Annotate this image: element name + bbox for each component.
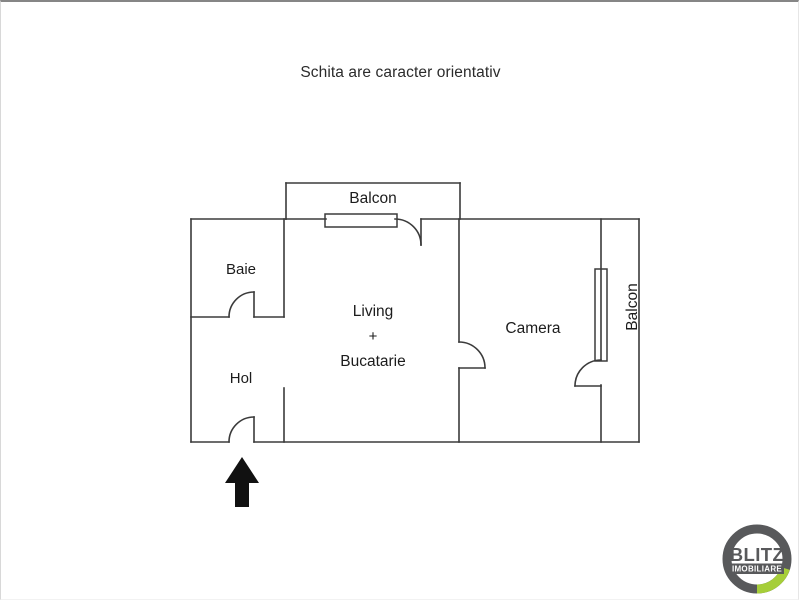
door-balcon-right xyxy=(574,359,602,387)
room-label-living: Living xyxy=(352,303,394,320)
room-label-living-bucatarie: Living + Bucatarie xyxy=(301,299,445,374)
room-label-balcon-top: Balcon xyxy=(349,190,397,207)
logo-secondary-text: IMOBILIARE xyxy=(732,565,782,574)
entrance-arrow-icon xyxy=(225,457,259,507)
room-label-bucatarie: Bucatarie xyxy=(340,353,406,370)
door-entry xyxy=(228,416,255,443)
balcony-railings xyxy=(324,213,608,362)
logo-primary-text: BLITZ xyxy=(730,544,784,565)
blitz-imobiliare-logo: BLITZ IMOBILIARE xyxy=(719,521,795,597)
railing-balcon-right xyxy=(594,268,608,362)
balcon-top-walls xyxy=(285,182,461,220)
baie-walls xyxy=(190,218,285,318)
logo-text-bar xyxy=(730,563,784,574)
logo-svg: BLITZ IMOBILIARE xyxy=(722,524,792,594)
main-outer-walls xyxy=(190,218,640,443)
door-balcon-top xyxy=(394,218,422,246)
room-label-balcon-right: Balcon xyxy=(624,283,641,331)
room-label-camera: Camera xyxy=(505,320,561,337)
room-label-baie: Baie xyxy=(225,261,257,278)
room-label-hol: Hol xyxy=(229,370,253,387)
railing-balcon-top xyxy=(324,213,398,228)
room-label-plus: + xyxy=(368,328,378,345)
door-living-camera xyxy=(458,341,486,369)
page-title: Schita are caracter orientativ xyxy=(300,64,501,81)
door-baie xyxy=(228,291,255,318)
logo-accent-arc xyxy=(756,566,790,594)
